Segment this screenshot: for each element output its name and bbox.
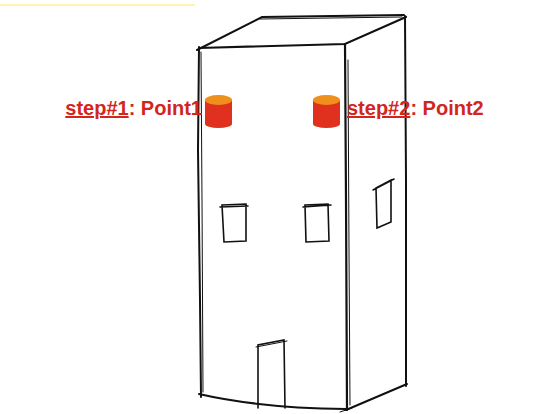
point-name: : Point1	[129, 96, 202, 120]
building-outline	[197, 15, 407, 412]
step-number: step#2	[347, 96, 410, 120]
step-label: step#1: Point1	[65, 96, 202, 120]
highlight-line	[0, 4, 195, 6]
point-name: : Point2	[410, 96, 483, 120]
step-number: step#1	[65, 96, 128, 120]
step-label: step#2: Point2	[347, 96, 484, 120]
point-marker	[313, 95, 340, 128]
point-marker	[205, 95, 232, 128]
